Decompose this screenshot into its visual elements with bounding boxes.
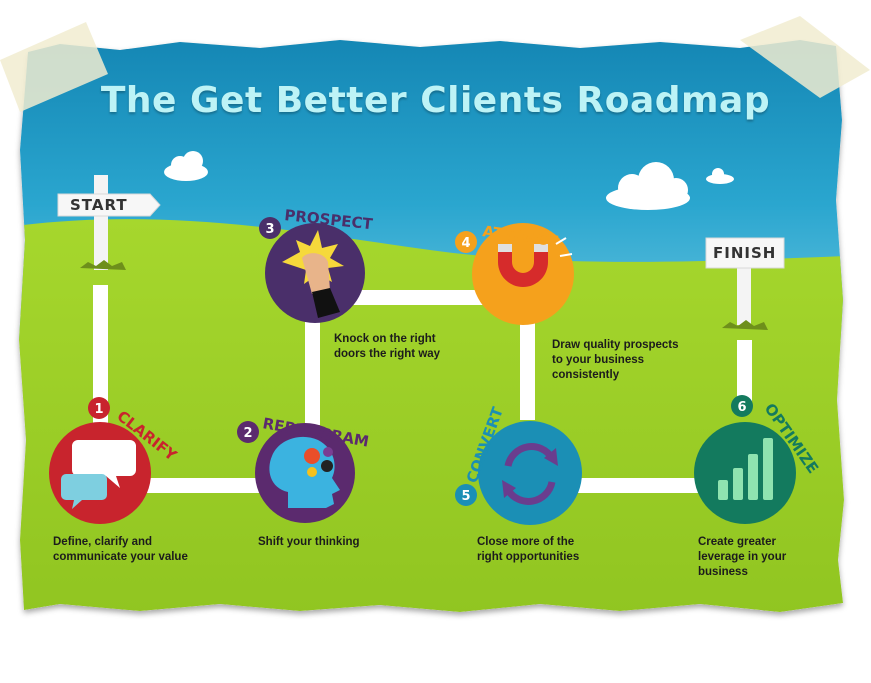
step-4-circle <box>472 223 574 325</box>
step-2-number: 2 <box>243 426 252 441</box>
magnet-icon <box>498 237 573 287</box>
step-4-number-badge <box>455 231 477 253</box>
finish-sign-label: FINISH <box>713 244 777 262</box>
step-5-circle <box>478 421 582 525</box>
start-sign-label: START <box>70 196 128 214</box>
step-2-description: Shift your thinking <box>258 536 360 548</box>
step-3-description: Knock on the right doors the right way <box>334 333 441 360</box>
speech-bubbles-icon <box>61 440 136 509</box>
step-3-number: 3 <box>265 222 274 237</box>
cloud-icon <box>606 162 690 210</box>
cloud-icon <box>706 168 734 184</box>
page-title: The Get Better Clients Roadmap <box>100 80 771 121</box>
step-4-number: 4 <box>461 236 470 251</box>
step-1-number-badge <box>88 397 110 419</box>
head-gears-icon <box>269 436 340 508</box>
step-3-number-badge <box>259 217 281 239</box>
step-4-description: Draw quality prospects to your business … <box>552 339 679 381</box>
step-5-number: 5 <box>461 489 470 504</box>
knocking-fist-icon <box>282 230 344 318</box>
step-6-circle <box>694 422 796 524</box>
finish-signpost <box>705 237 785 330</box>
step-3-circle <box>265 223 365 323</box>
start-signpost <box>57 175 161 270</box>
bar-growth-icon <box>718 438 773 500</box>
step-2-circle <box>255 423 355 523</box>
step-6-number: 6 <box>737 400 746 415</box>
step-1-description: Define, clarify and communicate your val… <box>53 536 188 563</box>
step-5-number-badge <box>455 484 477 506</box>
step-6-description: Create greater leverage in your business <box>698 536 787 578</box>
step-2-number-badge <box>237 421 259 443</box>
step-6-number-badge <box>731 395 753 417</box>
step-number-badges: 1 2 3 4 5 6 <box>88 217 753 506</box>
cloud-icon <box>164 151 208 181</box>
tape-top-right <box>740 16 870 98</box>
refresh-arrows-icon <box>502 443 558 505</box>
step-5-description: Close more of the right opportunities <box>477 536 580 563</box>
grass-field <box>19 219 844 612</box>
step-1-number: 1 <box>94 402 103 417</box>
tape-top-left <box>0 22 108 112</box>
step-1-circle <box>49 422 151 524</box>
